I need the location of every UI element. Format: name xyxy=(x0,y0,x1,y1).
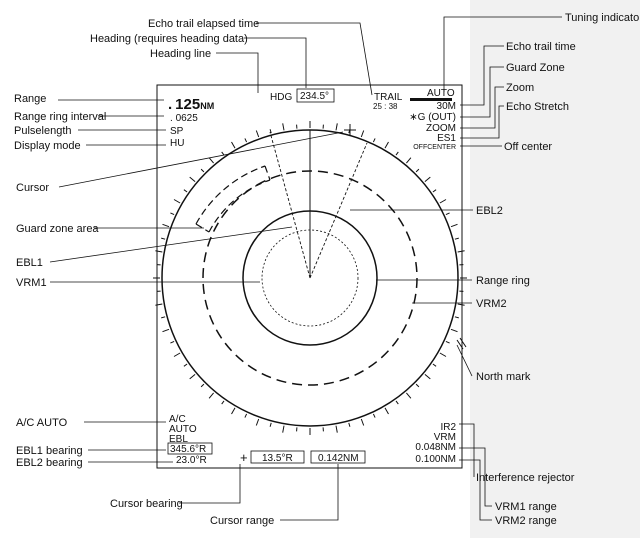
hdg-value: 234.5° xyxy=(300,91,329,102)
off-center-readout: OFFCENTER xyxy=(413,144,456,151)
callout-vrm2-range: VRM2 range xyxy=(495,515,557,527)
guard-zone-readout: ∗G (OUT) xyxy=(409,112,456,123)
callout-ac-auto: A/C AUTO xyxy=(16,417,68,429)
callout-echo-trail-time: Echo trail time xyxy=(506,41,576,53)
callout-ebl1-bearing: EBL1 bearing xyxy=(16,445,83,457)
cursor-range-readout: 0.142NM xyxy=(318,453,359,464)
ebl2-bearing-readout: 23.0°R xyxy=(176,455,207,466)
ring-interval-readout: . 0625 xyxy=(170,113,198,124)
callout-echo-trail-elapsed-time: Echo trail elapsed time xyxy=(148,18,259,30)
callout-vrm2: VRM2 xyxy=(476,298,507,310)
background-page xyxy=(470,0,640,538)
callout-cursor-bearing: Cursor bearing xyxy=(110,498,183,510)
callout-echo-stretch: Echo Stretch xyxy=(506,101,569,113)
callout-heading-line: Heading line xyxy=(150,48,211,60)
callout-ebl2: EBL2 xyxy=(476,205,503,217)
callout-range-ring: Range ring xyxy=(476,275,530,287)
hdg-label: HDG xyxy=(270,92,292,103)
cursor-symbol: + xyxy=(240,450,248,465)
display-mode-readout: HU xyxy=(170,138,184,149)
vrm2-range-readout: 0.100NM xyxy=(415,454,456,465)
pulselength-readout: SP xyxy=(170,126,184,137)
callout-ebl1: EBL1 xyxy=(16,257,43,269)
cursor-bearing-readout: 13.5°R xyxy=(262,453,293,464)
callout-range-ring-interval: Range ring interval xyxy=(14,111,106,123)
echo-stretch-readout: ES1 xyxy=(437,133,456,144)
callout-display-mode: Display mode xyxy=(14,140,81,152)
callout-off-center: Off center xyxy=(504,141,552,153)
callout-zoom: Zoom xyxy=(506,82,534,94)
vrm1-range-readout: 0.048NM xyxy=(415,442,456,453)
callout-guard-zone: Guard Zone xyxy=(506,62,565,74)
callout-ebl2-bearing: EBL2 bearing xyxy=(16,457,83,469)
callout-cursor-range: Cursor range xyxy=(210,515,274,527)
callout-range: Range xyxy=(14,93,46,105)
callout-cursor: Cursor xyxy=(16,182,49,194)
callout-interference-rejector: Interference rejector xyxy=(476,472,575,484)
callout-pulselength: Pulselength xyxy=(14,125,72,137)
callout-tuning-indicator: Tuning indicator xyxy=(565,12,640,24)
callout-guard-zone-area: Guard zone area xyxy=(16,223,99,235)
ebl1-bearing-readout: 345.6°R xyxy=(170,444,206,455)
trail-time-readout: 30M xyxy=(437,101,456,112)
tuning-mode: AUTO xyxy=(427,88,455,99)
trail-elapsed: 25 : 38 xyxy=(373,102,398,111)
callout-heading: Heading (requires heading data) xyxy=(90,33,248,45)
callout-vrm1-range: VRM1 range xyxy=(495,501,557,513)
callout-vrm1: VRM1 xyxy=(16,277,47,289)
callout-north-mark: North mark xyxy=(476,371,531,383)
